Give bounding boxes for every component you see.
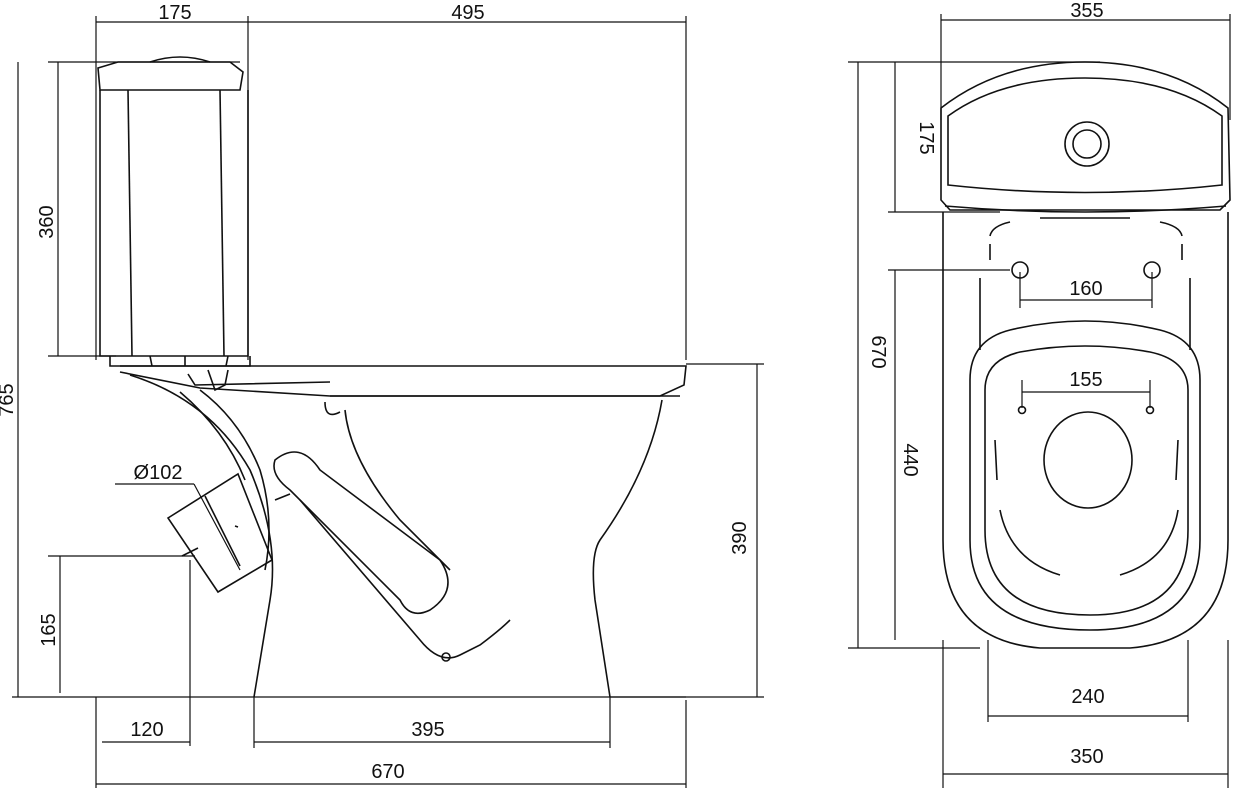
seat-hinge-left-icon [1017, 405, 1027, 415]
tank-top [940, 61, 1231, 213]
dim-top-tank-depth: 175 [915, 121, 937, 154]
dim-seat-hinge-spacing: 155 [1069, 369, 1102, 391]
dim-top-total-width: 355 [1070, 0, 1103, 22]
bowl-side [119, 365, 687, 698]
dim-bowl-height: 390 [729, 521, 751, 554]
top-view: 355 175 670 160 155 440 240 350 [848, 0, 1231, 788]
dim-tank-depth: 175 [158, 2, 191, 24]
side-view: 175 495 360 765 Ø102 165 390 120 395 670 [0, 2, 764, 788]
dim-tank-height: 360 [36, 205, 58, 238]
dim-base-length: 395 [411, 719, 444, 741]
tank-bolt-left-icon [1011, 261, 1029, 279]
top-dimension-lines [848, 14, 1231, 788]
seat-hinge-right-icon [1145, 405, 1155, 415]
dim-total-length: 670 [371, 761, 404, 783]
dim-outlet-height: 165 [38, 613, 60, 646]
dim-seat-length: 440 [899, 443, 921, 476]
bowl-top [942, 212, 1229, 649]
flush-button-icon [1064, 121, 1110, 167]
tank-side [97, 56, 251, 367]
dim-bowl-top-length: 495 [451, 2, 484, 24]
dim-total-height: 765 [0, 383, 18, 416]
tank-bolt-right-icon [1143, 261, 1161, 279]
dim-tank-bolt-spacing: 160 [1069, 278, 1102, 300]
dim-base-width: 350 [1070, 746, 1103, 768]
dim-outlet-offset: 120 [130, 719, 163, 741]
dim-inner-width: 240 [1071, 686, 1104, 708]
dim-outlet-diameter: Ø102 [134, 462, 183, 484]
dim-top-total-length: 670 [867, 335, 889, 368]
side-dimension-lines [12, 16, 764, 788]
